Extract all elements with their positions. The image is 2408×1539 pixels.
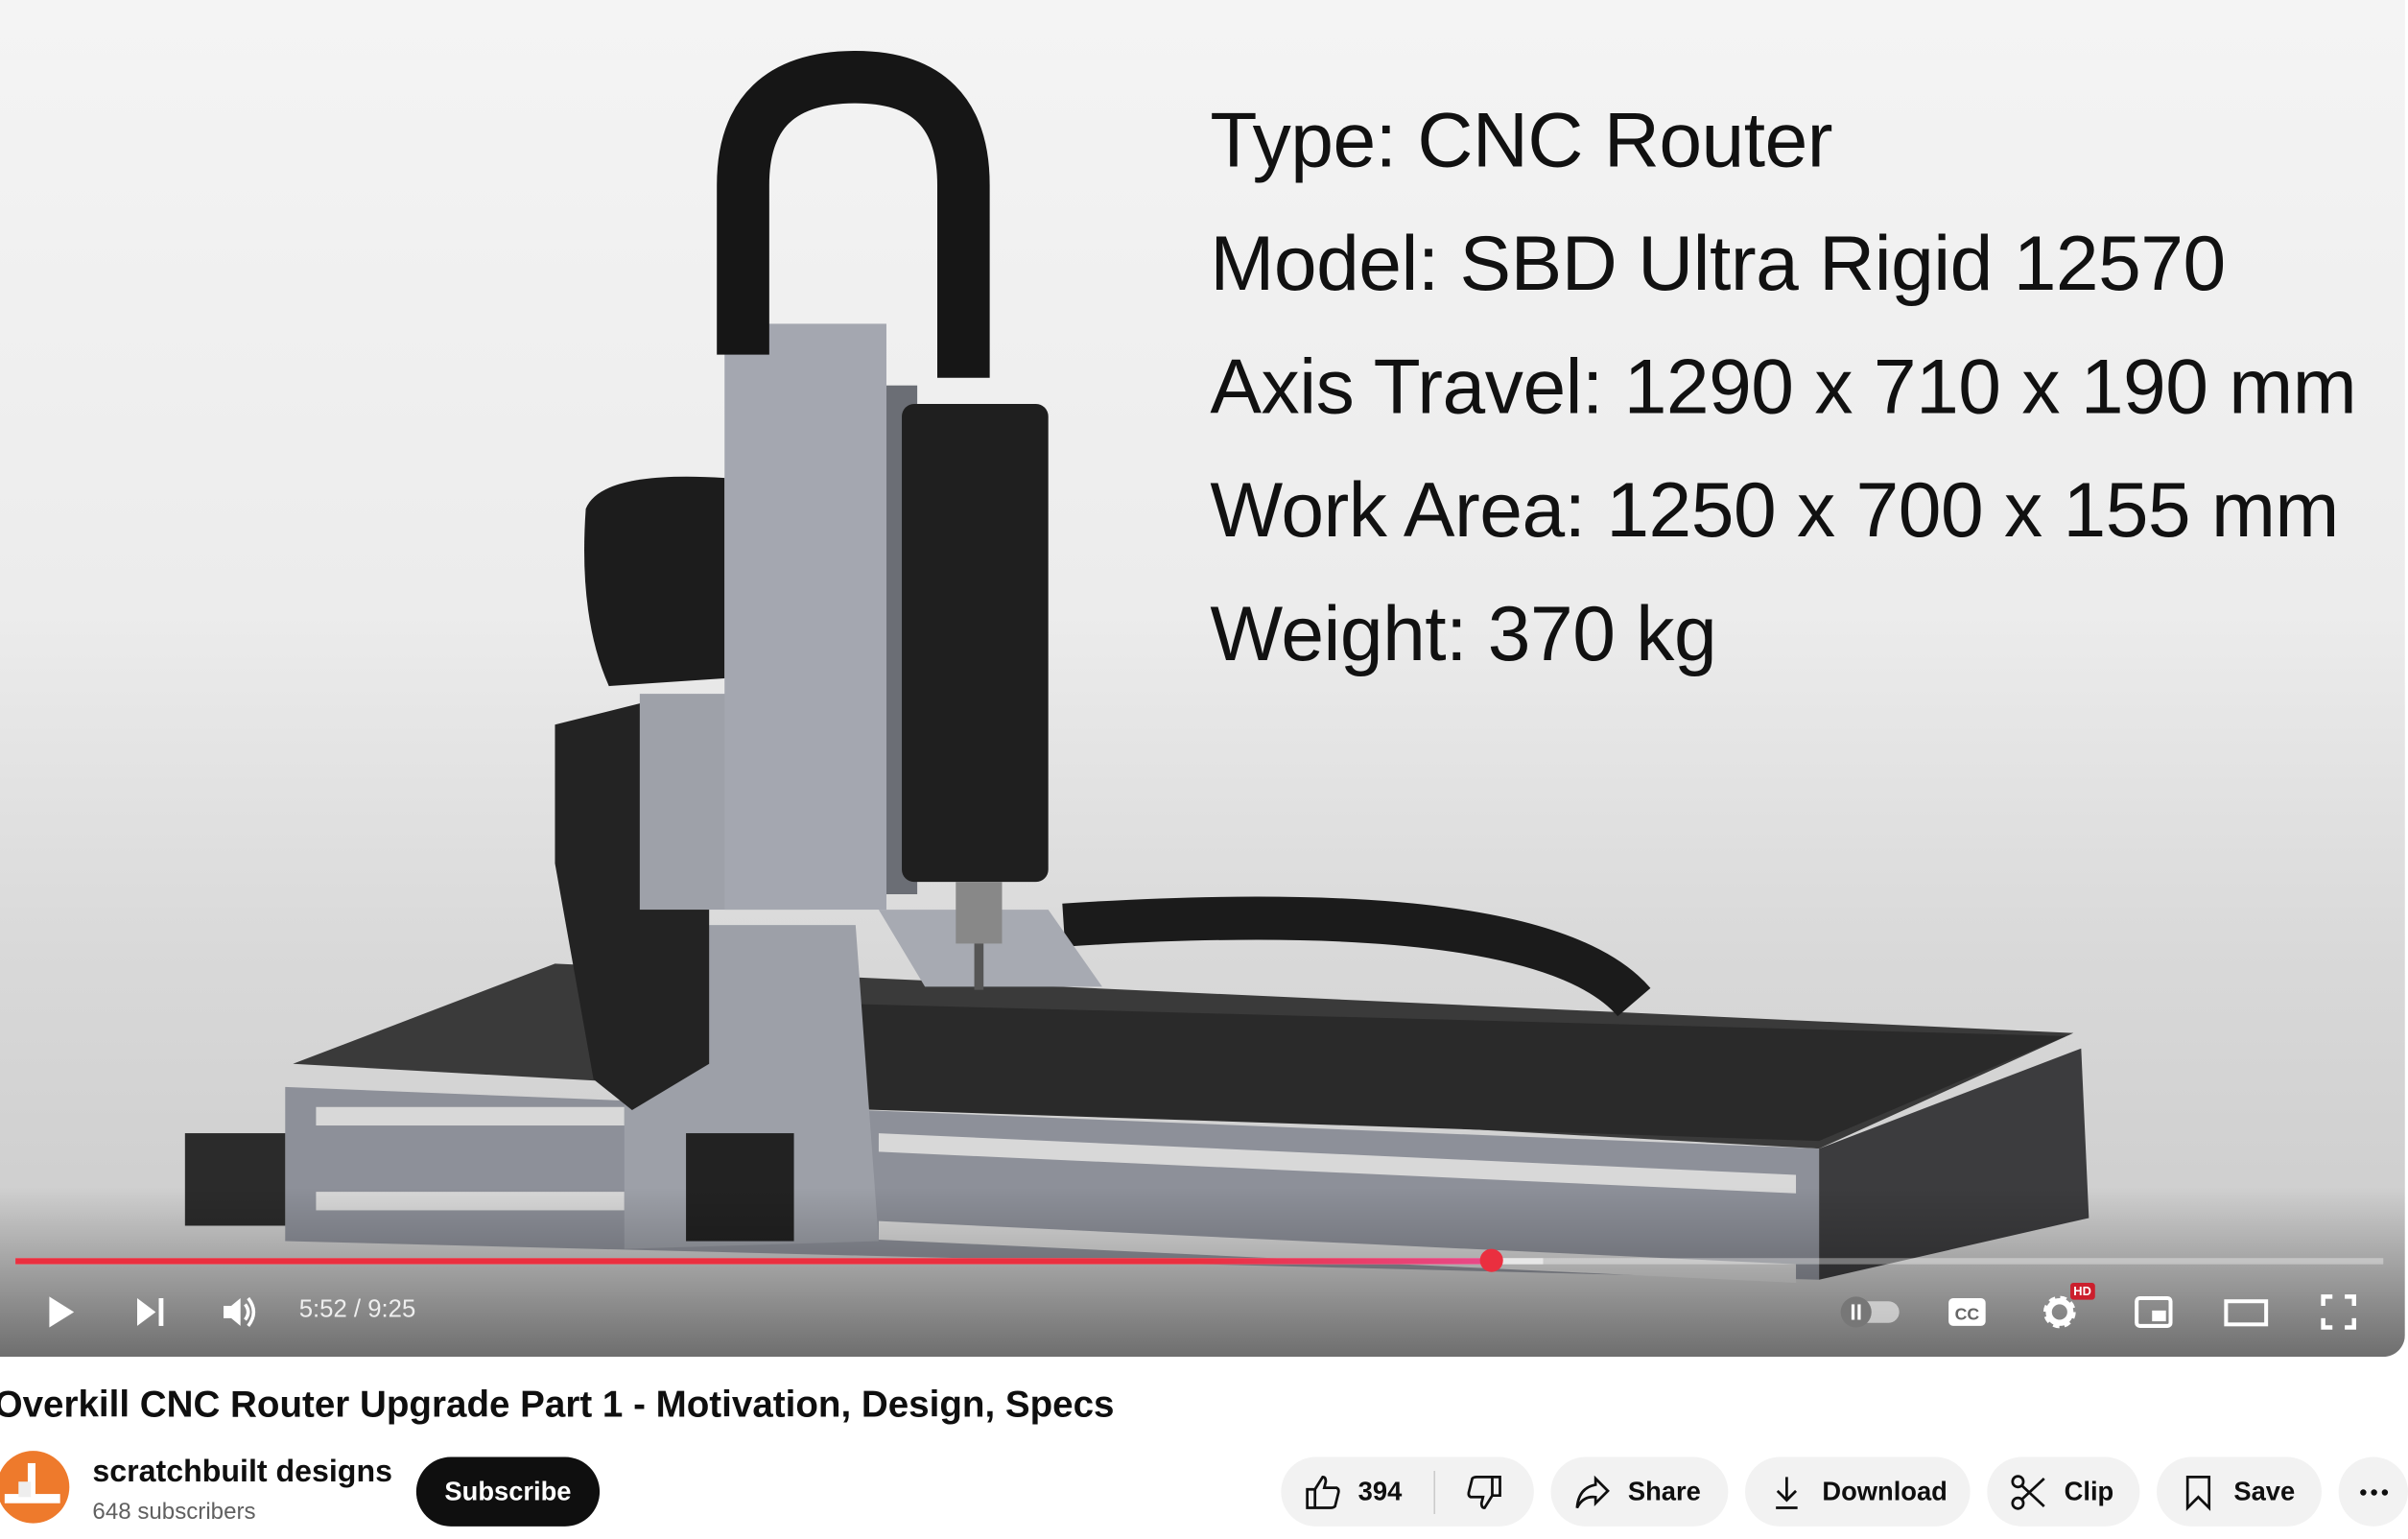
gear-icon (2042, 1295, 2076, 1329)
download-button[interactable]: Download (1745, 1456, 1971, 1527)
channel-avatar[interactable] (0, 1451, 70, 1524)
scrubber-handle[interactable] (1479, 1248, 1503, 1272)
theater-icon (2224, 1299, 2269, 1327)
spec-axis-travel: Axis Travel: 1290 x 710 x 190 mm (1210, 343, 2357, 431)
captions-button[interactable]: CC (1941, 1286, 1994, 1338)
like-count: 394 (1357, 1476, 1403, 1506)
share-button[interactable]: Share (1550, 1456, 1729, 1527)
like-dislike-group: 394 (1281, 1456, 1534, 1527)
next-button[interactable] (124, 1286, 177, 1338)
bookmark-icon (2185, 1475, 2211, 1511)
miniplayer-button[interactable] (2128, 1286, 2181, 1338)
play-icon (49, 1296, 75, 1328)
volume-icon (224, 1296, 256, 1328)
cnc-router-render (184, 51, 2089, 1283)
download-label: Download (1822, 1476, 1948, 1506)
spec-model: Model: SBD Ultra Rigid 12570 (1210, 220, 2226, 307)
svg-text:CC: CC (1955, 1305, 1980, 1324)
next-icon (137, 1298, 164, 1326)
spec-work-area: Work Area: 1250 x 700 x 155 mm (1210, 466, 2339, 554)
share-icon (1575, 1474, 1610, 1508)
video-title: Overkill CNC Router Upgrade Part 1 - Mot… (0, 1384, 1115, 1427)
more-icon (2359, 1488, 2388, 1495)
play-button[interactable] (34, 1286, 86, 1338)
scissors-icon (2011, 1474, 2045, 1509)
hd-badge: HD (2070, 1282, 2095, 1300)
like-button[interactable]: 394 (1281, 1457, 1433, 1527)
spec-weight: Weight: 370 kg (1210, 590, 1717, 677)
miniplayer-icon (2135, 1296, 2173, 1328)
thumbs-up-icon (1306, 1475, 1340, 1509)
more-actions-button[interactable] (2338, 1456, 2408, 1527)
autoplay-toggle[interactable] (1837, 1286, 1905, 1338)
cc-icon: CC (1948, 1298, 1986, 1326)
autoplay-toggle-icon (1840, 1296, 1900, 1328)
spec-type: Type: CNC Router (1210, 97, 1833, 184)
progress-bar[interactable] (15, 1248, 2384, 1272)
dislike-button[interactable] (1435, 1457, 1534, 1527)
fullscreen-button[interactable] (2312, 1286, 2365, 1338)
clip-label: Clip (2064, 1476, 2114, 1506)
channel-name[interactable]: scratchbuilt designs (92, 1455, 392, 1490)
channel-logo-icon (4, 1462, 60, 1503)
fullscreen-icon (2321, 1294, 2356, 1330)
clip-button[interactable]: Clip (1987, 1456, 2140, 1527)
video-player[interactable]: Type: CNC Router Model: SBD Ultra Rigid … (0, 0, 2405, 1358)
like-divider (1433, 1470, 1436, 1514)
played-bar (15, 1258, 1491, 1265)
share-label: Share (1627, 1476, 1701, 1506)
time-display: 5:52 / 9:25 (298, 1296, 416, 1323)
save-button[interactable]: Save (2157, 1456, 2322, 1527)
settings-button[interactable]: HD (2034, 1282, 2095, 1338)
subscriber-count: 648 subscribers (92, 1498, 256, 1526)
subscribe-button[interactable]: Subscribe (415, 1456, 601, 1527)
download-icon (1776, 1476, 1798, 1509)
mute-button[interactable] (213, 1286, 266, 1338)
theater-mode-button[interactable] (2220, 1286, 2273, 1338)
save-label: Save (2233, 1476, 2296, 1506)
thumbs-down-icon (1467, 1475, 1501, 1509)
controls-gradient (0, 1187, 2405, 1358)
